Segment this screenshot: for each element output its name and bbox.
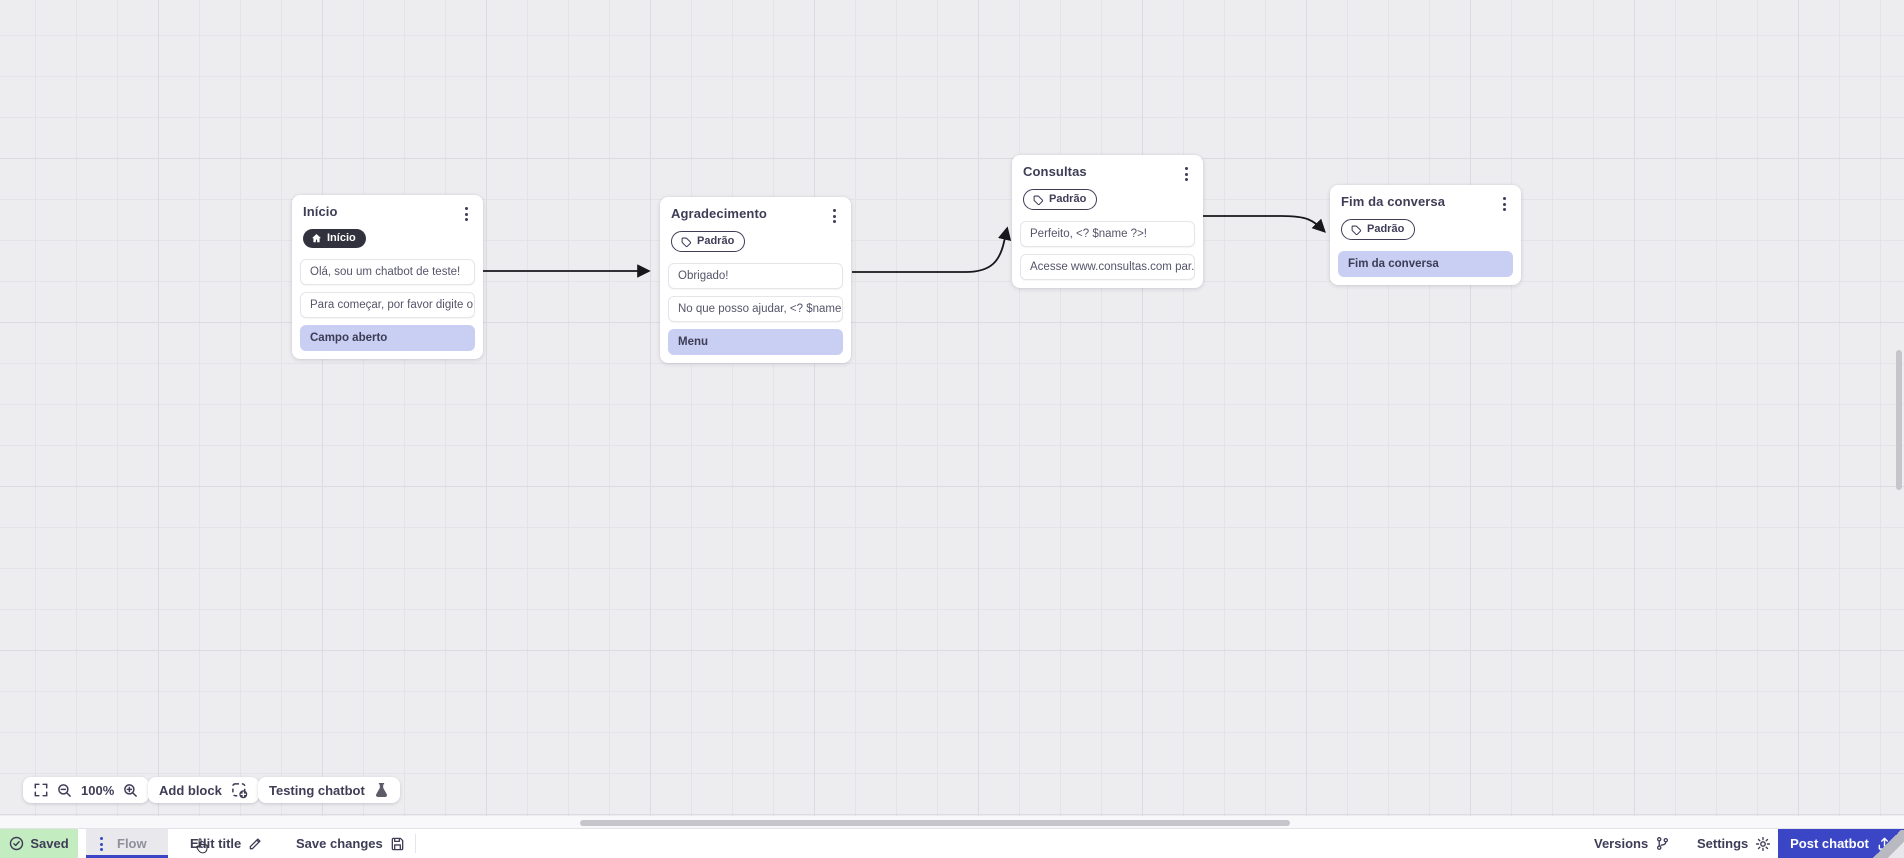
input-block-campo-aberto[interactable]: Campo aberto xyxy=(300,325,475,351)
message-block[interactable]: Perfeito, <? $name ?>! xyxy=(1020,221,1195,247)
connector-agradecimento-consultas xyxy=(852,226,1012,273)
versions-label: Versions xyxy=(1594,836,1649,851)
saved-status-badge: Saved xyxy=(0,829,78,858)
message-block[interactable]: Olá, sou um chatbot de teste! xyxy=(300,259,475,285)
tag-icon xyxy=(681,237,692,247)
add-block-button[interactable]: Add block xyxy=(148,777,259,803)
settings-button[interactable]: Settings xyxy=(1697,829,1771,858)
flow-node-inicio[interactable]: Início Início Olá, sou um chatbot de tes… xyxy=(292,195,483,359)
upload-icon xyxy=(1878,837,1891,850)
flow-node-consultas[interactable]: Consultas Padrão Perfeito, <? $name ?>! … xyxy=(1012,155,1203,288)
horizontal-scrollbar[interactable] xyxy=(580,820,1290,826)
message-block[interactable]: Para começar, por favor digite o ... xyxy=(300,292,475,318)
kebab-menu-icon[interactable] xyxy=(1181,165,1192,183)
add-block-icon xyxy=(231,782,248,798)
end-block[interactable]: Fim da conversa xyxy=(1338,251,1513,277)
versions-button[interactable]: Versions xyxy=(1594,829,1670,858)
node-title: Início xyxy=(303,204,338,219)
home-icon xyxy=(312,234,321,243)
menu-block[interactable]: Menu xyxy=(668,329,843,355)
tag-icon xyxy=(1351,225,1362,235)
flow-node-fim-da-conversa[interactable]: Fim da conversa Padrão Fim da conversa xyxy=(1330,185,1521,285)
settings-label: Settings xyxy=(1697,836,1749,851)
flask-icon xyxy=(375,782,387,798)
zoom-level: 100% xyxy=(81,782,115,798)
gear-icon xyxy=(1756,836,1771,851)
check-circle-icon xyxy=(10,836,24,851)
zoom-out-icon[interactable] xyxy=(57,783,72,798)
add-block-label: Add block xyxy=(159,782,222,798)
edit-title-button[interactable]: Edit title xyxy=(190,829,263,858)
fullscreen-icon[interactable] xyxy=(34,783,48,797)
node-badge-padrao: Padrão xyxy=(1341,219,1416,240)
vertical-scrollbar[interactable] xyxy=(1896,350,1902,490)
connector-consultas-fim xyxy=(1202,215,1326,233)
edit-title-label: Edit title xyxy=(190,836,242,851)
zoom-in-icon[interactable] xyxy=(123,783,138,798)
statusbar-divider xyxy=(415,834,416,853)
save-icon xyxy=(391,837,404,851)
message-block[interactable]: Acesse www.consultas.com par... xyxy=(1020,254,1195,280)
testing-chatbot-label: Testing chatbot xyxy=(269,782,365,798)
node-title: Consultas xyxy=(1023,164,1087,179)
zoom-toolbar: 100% xyxy=(23,777,150,803)
branch-icon xyxy=(1657,837,1669,850)
flow-node-agradecimento[interactable]: Agradecimento Padrão Obrigado! No que po… xyxy=(660,197,851,363)
kebab-menu-icon[interactable] xyxy=(829,207,840,225)
node-badge-inicio: Início xyxy=(303,229,366,248)
active-tab-indicator xyxy=(86,855,168,858)
bottom-statusbar: Saved Flow Edit title Save changes Versi… xyxy=(0,828,1904,858)
kebab-menu-icon[interactable] xyxy=(461,205,472,223)
save-changes-button[interactable]: Save changes xyxy=(296,829,405,858)
tag-icon xyxy=(1033,195,1044,205)
tab-flow[interactable]: Flow xyxy=(86,829,208,858)
node-badge-padrao: Padrão xyxy=(1023,189,1098,210)
node-title: Agradecimento xyxy=(671,206,767,221)
kebab-menu-icon[interactable] xyxy=(1499,195,1510,213)
testing-chatbot-button[interactable]: Testing chatbot xyxy=(258,777,400,803)
flow-menu-icon[interactable] xyxy=(96,835,107,853)
node-title: Fim da conversa xyxy=(1341,194,1446,209)
message-block[interactable]: No que posso ajudar, <? $name ... xyxy=(668,296,843,322)
node-badge-padrao: Padrão xyxy=(671,231,746,252)
message-block[interactable]: Obrigado! xyxy=(668,263,843,289)
pencil-icon xyxy=(249,838,261,850)
flow-tab-label: Flow xyxy=(117,836,147,851)
save-changes-label: Save changes xyxy=(296,836,383,851)
post-chatbot-button[interactable]: Post chatbot xyxy=(1778,829,1904,858)
saved-label: Saved xyxy=(30,836,69,851)
post-chatbot-label: Post chatbot xyxy=(1790,836,1869,851)
